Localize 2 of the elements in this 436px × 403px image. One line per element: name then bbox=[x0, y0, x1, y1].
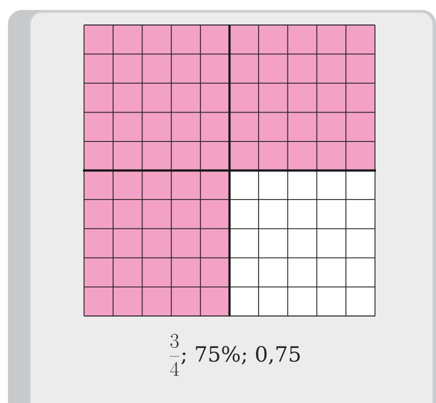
fraction-label: $\frac{3}{4}$ bbox=[170, 334, 180, 376]
value-label: ; 75%; 0,75 bbox=[181, 346, 300, 364]
